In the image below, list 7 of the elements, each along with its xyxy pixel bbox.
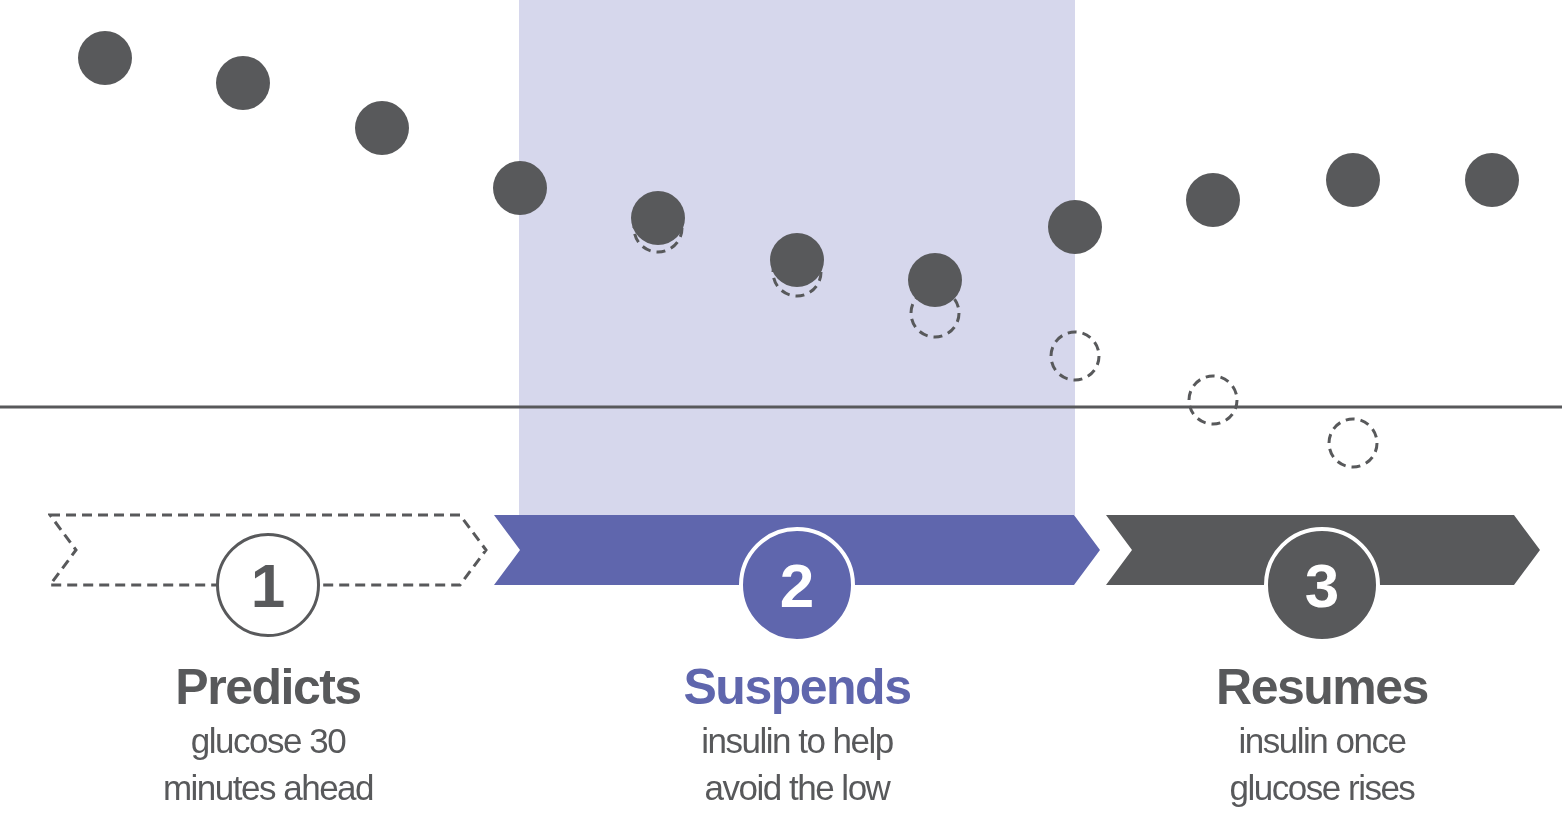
step-description: glucose 30 minutes ahead — [161, 720, 375, 809]
step-description: insulin to help avoid the low — [700, 720, 894, 809]
step-heading: Predicts — [174, 659, 362, 715]
step-heading: Resumes — [1215, 659, 1429, 715]
step-heading: Suspends — [682, 659, 912, 715]
step-description: insulin once glucose rises — [1228, 720, 1416, 809]
step-number: 1 — [216, 533, 320, 637]
